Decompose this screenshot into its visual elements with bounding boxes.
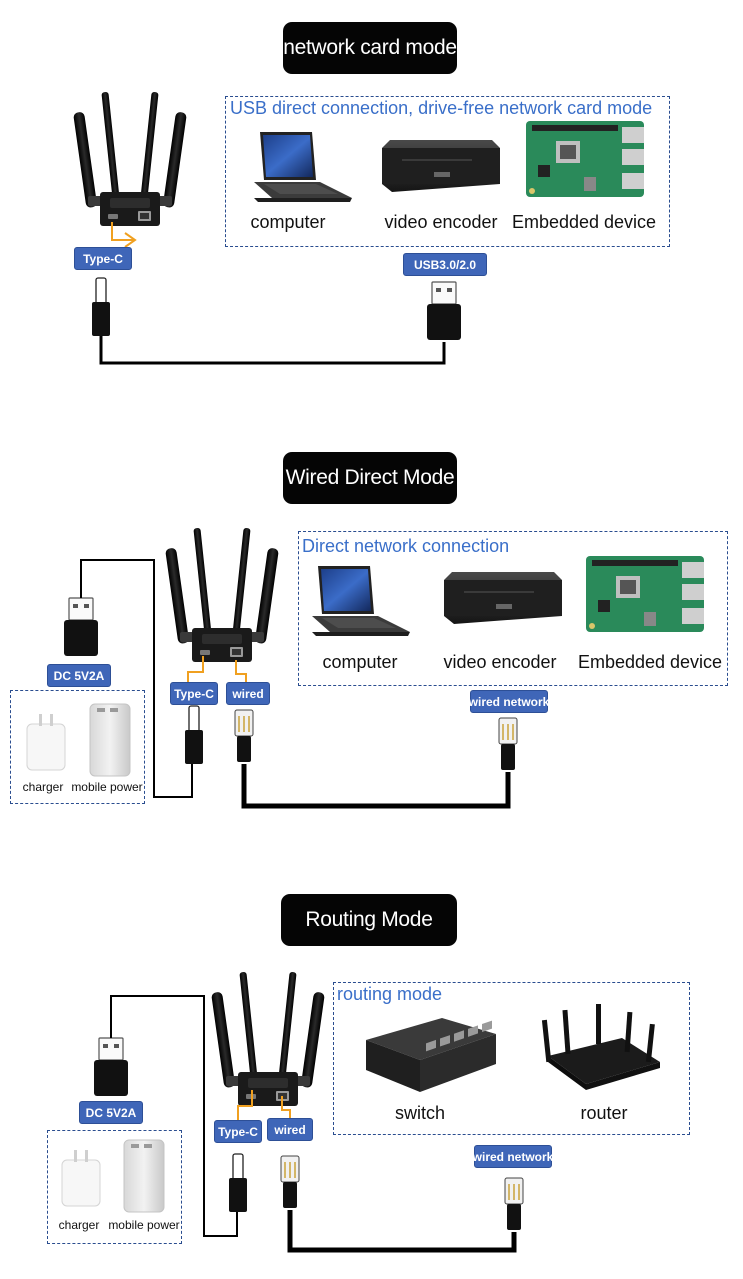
device-label-video-encoder: video encoder [384, 212, 498, 232]
section-title-routing-mode: Routing Mode [281, 894, 457, 946]
power-label-mobile-power: mobile power [71, 780, 143, 794]
tag-wired-network: wired network [473, 1145, 553, 1168]
tag-wired: wired [226, 682, 270, 705]
device-label-switch: switch [394, 1103, 445, 1123]
device-label-computer: computer [322, 652, 398, 672]
device-group-box [298, 531, 728, 686]
device-label-router: router [580, 1103, 628, 1123]
power-label-charger: charger [22, 780, 64, 794]
box-heading: USB direct connection, drive-free networ… [230, 98, 653, 118]
tag-wired: wired [267, 1118, 313, 1141]
power-source-box [47, 1130, 182, 1244]
device-group-box [333, 982, 690, 1135]
tag-type-c: Type-C [170, 682, 218, 705]
tag-dc-5v2a: DC 5V2A [47, 664, 111, 687]
power-source-box [10, 690, 145, 804]
tag-type-c: Type-C [214, 1120, 262, 1143]
section-title-wired-direct-mode: Wired Direct Mode [283, 452, 457, 504]
device-label-embedded-device: Embedded device [577, 652, 723, 672]
device-label-computer: computer [250, 212, 326, 232]
device-group-box [225, 96, 670, 247]
tag-dc-5v2a: DC 5V2A [79, 1101, 143, 1124]
router-device [211, 971, 325, 1106]
tag-usb: USB3.0/2.0 [403, 253, 487, 276]
device-label-video-encoder: video encoder [443, 652, 557, 672]
power-label-charger: charger [58, 1218, 100, 1232]
tag-type-c: Type-C [74, 247, 132, 270]
tag-wired-network: wired network [469, 690, 549, 713]
device-label-embedded-device: Embedded device [511, 212, 657, 232]
power-label-mobile-power: mobile power [108, 1218, 180, 1232]
router-device [165, 527, 279, 662]
box-heading: routing mode [337, 984, 443, 1004]
box-heading: Direct network connection [302, 536, 510, 556]
router-device [73, 91, 187, 226]
section-title-network-card-mode: network card mode [283, 22, 457, 74]
